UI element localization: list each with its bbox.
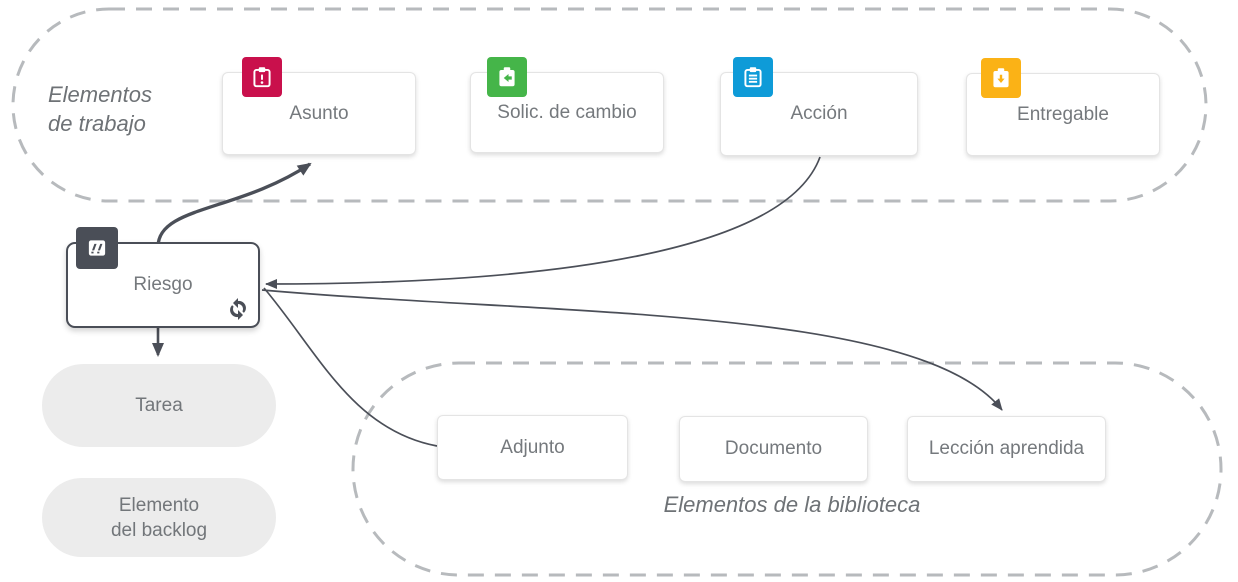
- action-checklist-clipboard-icon: [733, 57, 773, 97]
- card-label: Documento: [724, 438, 823, 459]
- risk-lightning-note-icon: [76, 227, 118, 269]
- pill-elemento-del-backlog[interactable]: Elemento del backlog: [42, 478, 276, 557]
- pill-tarea[interactable]: Tarea: [42, 364, 276, 447]
- card-label: Asunto: [289, 102, 349, 124]
- pill-label-line1: Elemento: [118, 494, 200, 516]
- edge-accion-to-riesgo: [265, 156, 821, 289]
- library-items-group-label: Elementos de la biblioteca: [663, 492, 921, 517]
- issue-exclamation-clipboard-icon: [242, 57, 282, 97]
- deliverable-arrow-down-clipboard-icon: [981, 58, 1021, 98]
- pill-label-line2: del backlog: [110, 519, 208, 541]
- library-items-group-border: [351, 361, 1223, 577]
- card-riesgo[interactable]: Riesgo: [66, 227, 260, 328]
- pill-label: Tarea: [135, 395, 183, 416]
- card-entregable[interactable]: Entregable: [966, 58, 1160, 156]
- card-accion[interactable]: Acción: [720, 57, 918, 156]
- card-label: Solic. de cambio: [497, 101, 637, 123]
- work-items-group-border: [11, 7, 1208, 203]
- card-asunto[interactable]: Asunto: [222, 57, 416, 155]
- card-adjunto[interactable]: Adjunto: [437, 415, 628, 480]
- card-label: Adjunto: [500, 436, 565, 458]
- sync-icon: [230, 298, 246, 320]
- card-label: Riesgo: [133, 274, 193, 295]
- card-leccion-aprendida[interactable]: Lección aprendida: [907, 416, 1106, 482]
- card-label: Lección aprendida: [928, 438, 1085, 459]
- card-documento[interactable]: Documento: [679, 416, 868, 482]
- edge-riesgo-to-asunto: [156, 162, 312, 248]
- card-solic-de-cambio[interactable]: Solic. de cambio: [470, 57, 664, 153]
- card-label: Acción: [790, 103, 848, 124]
- change-request-arrow-left-clipboard-icon: [487, 57, 527, 97]
- work-items-group-label: Elementos de trabajo: [48, 82, 152, 136]
- edge-riesgo-to-leccion-aprendida: [261, 289, 1003, 411]
- card-label: Entregable: [1017, 103, 1109, 125]
- edge-adjunto-to-riesgo: [263, 287, 438, 447]
